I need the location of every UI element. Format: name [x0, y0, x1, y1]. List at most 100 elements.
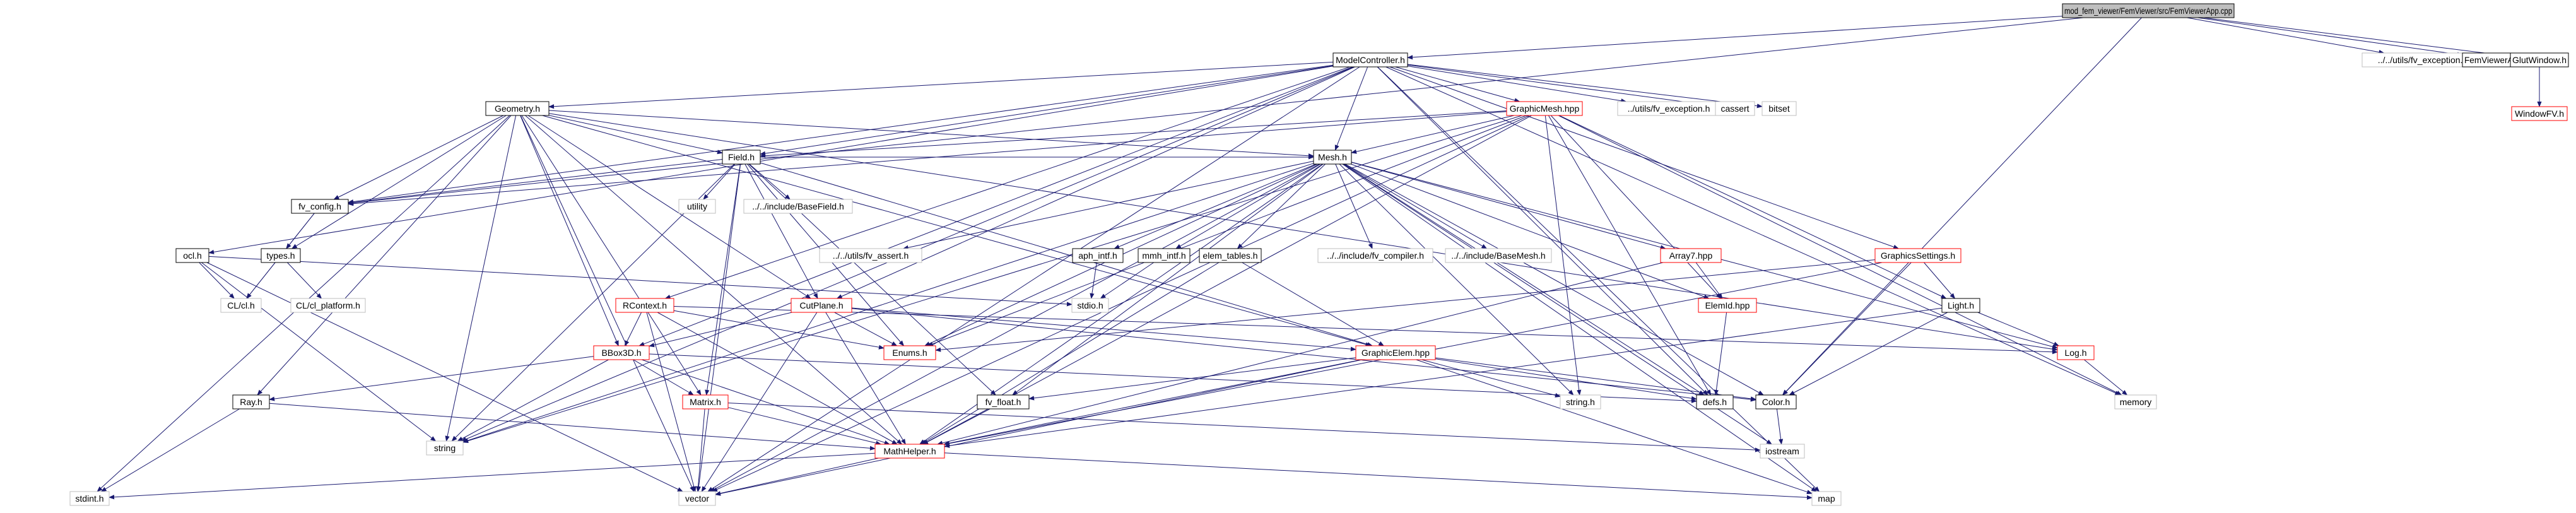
node-box	[261, 248, 301, 263]
node-label: WindowFV.h	[2515, 109, 2564, 119]
edge-field-to-fvconfig	[348, 159, 723, 205]
node-windowfv[interactable]: WindowFV.h	[2511, 106, 2568, 121]
edge-modelcontroller-to-defsh	[1377, 66, 1709, 396]
node-box	[1660, 248, 1722, 263]
node-glutwindow[interactable]: GlutWindow.h	[2510, 52, 2569, 68]
node-label: RContext.h	[623, 300, 667, 310]
node-box	[791, 298, 852, 313]
edge-oclh-to-vector	[206, 262, 683, 492]
node-defsh[interactable]: defs.h	[1696, 394, 1734, 410]
node-label: cassert	[1720, 103, 1749, 114]
node-box	[1355, 345, 1436, 360]
edge-rayh-to-mathhelper	[269, 403, 876, 451]
node-box	[2062, 3, 2235, 18]
node-includebasefield[interactable]: ../../include/BaseField.h	[743, 199, 853, 214]
node-geometry[interactable]: Geometry.h	[485, 101, 550, 116]
node-label: utility	[687, 201, 707, 211]
node-bbox3d[interactable]: BBox3D.h	[593, 345, 650, 360]
edge-meshh-to-array7	[1351, 162, 1666, 250]
node-label: mmh_intf.h	[1142, 251, 1185, 261]
node-stdinth[interactable]: stdint.h	[69, 491, 110, 506]
node-label: Array7.hpp	[1669, 251, 1713, 261]
edge-geometry-to-rayh	[257, 115, 512, 396]
node-field[interactable]: Field.h	[722, 150, 761, 165]
node-label: memory	[2120, 397, 2152, 407]
edge-lighth-to-mathhelper	[944, 307, 1943, 448]
node-logh[interactable]: Log.h	[2057, 345, 2095, 360]
edge-apiintf-to-stdioh	[1090, 262, 1097, 299]
node-stringh[interactable]: string.h	[1560, 394, 1601, 410]
node-modelcontroller[interactable]: ModelController.h	[1332, 52, 1408, 68]
node-box	[722, 150, 761, 165]
node-fvcompiler[interactable]: ../../include/fv_compiler.h	[1317, 248, 1433, 263]
node-oclh[interactable]: ocl.h	[175, 248, 209, 263]
node-rcontext[interactable]: RContext.h	[615, 298, 674, 313]
edge-graphicelem-to-map	[1416, 359, 1813, 495]
node-label: GlutWindow.h	[2512, 55, 2567, 65]
node-mathhelper[interactable]: MathHelper.h	[874, 444, 945, 459]
node-apiintf[interactable]: aph_intf.h	[1072, 248, 1124, 263]
node-label: Mesh.h	[1318, 152, 1347, 162]
edge-graphicmesh-to-defsh	[1548, 115, 1712, 396]
node-meshh[interactable]: Mesh.h	[1313, 150, 1352, 165]
edge-geometry-to-vector	[520, 115, 695, 492]
edge-field-to-utility	[703, 163, 736, 200]
node-box	[1698, 298, 1757, 313]
node-cutplane[interactable]: CutPlane.h	[791, 298, 852, 313]
node-rayh[interactable]: Ray.h	[232, 394, 270, 410]
node-stringn[interactable]: string	[426, 440, 464, 456]
node-map[interactable]: map	[1811, 491, 1842, 506]
node-memory[interactable]: memory	[2114, 394, 2157, 410]
node-clclh[interactable]: CL/cl.h	[220, 298, 262, 313]
edge-graphicssettings-to-enumsh	[935, 259, 1876, 352]
node-vector[interactable]: vector	[678, 491, 716, 506]
node-label: Geometry.h	[495, 103, 540, 114]
node-box	[615, 298, 674, 313]
node-box	[1317, 248, 1433, 263]
node-box	[2511, 106, 2568, 121]
edge-elemid-to-defsh	[1714, 312, 1727, 396]
edge-geometry-to-cutplane	[527, 115, 811, 299]
node-typesh[interactable]: types.h	[261, 248, 301, 263]
node-cassert[interactable]: cassert	[1715, 101, 1755, 116]
edge-oclh-to-stringn	[201, 262, 437, 442]
node-elemid[interactable]: ElemId.hpp	[1698, 298, 1757, 313]
edge-graphicmesh-to-meshh	[1351, 115, 1515, 154]
node-box	[1874, 248, 1961, 263]
node-box	[291, 199, 349, 214]
node-colorh[interactable]: Color.h	[1755, 394, 1797, 410]
edge-geometry-to-matrixh	[521, 115, 702, 396]
node-label: defs.h	[1703, 397, 1727, 407]
node-graphicssettings[interactable]: GraphicsSettings.h	[1874, 248, 1961, 263]
node-basemesh[interactable]: ../../include/BaseMesh.h	[1445, 248, 1552, 263]
node-label: ElemId.hpp	[1705, 300, 1750, 310]
node-mmhintf[interactable]: mmh_intf.h	[1138, 248, 1191, 263]
node-iostream[interactable]: iostream	[1760, 444, 1805, 459]
node-fvconfig[interactable]: fv_config.h	[291, 199, 349, 214]
node-root[interactable]: mod_fem_viewer/FemViewer/src/FemViewerAp…	[2062, 3, 2235, 18]
node-fvfloat[interactable]: fv_float.h	[977, 394, 1030, 410]
node-utility[interactable]: utility	[678, 199, 716, 214]
node-label: stdio.h	[1077, 300, 1103, 310]
edge-geometry-to-typesh	[291, 115, 507, 249]
node-enumsh[interactable]: Enums.h	[883, 345, 936, 360]
node-matrixh[interactable]: Matrix.h	[682, 394, 729, 410]
node-label: map	[1818, 493, 1835, 504]
node-fvassert[interactable]: ../../utils/fv_assert.h	[819, 248, 922, 263]
node-stdioh[interactable]: stdio.h	[1071, 298, 1109, 313]
node-bitset[interactable]: bitset	[1761, 101, 1797, 116]
node-box	[1071, 298, 1109, 313]
edge-cutplane-to-colorh	[851, 308, 1756, 402]
node-label: Enums.h	[892, 348, 927, 358]
node-lighth[interactable]: Light.h	[1941, 298, 1980, 313]
edge-rcontext-to-mathhelper	[657, 312, 898, 445]
node-graphicmesh[interactable]: GraphicMesh.hpp	[1506, 101, 1583, 116]
node-elemtables[interactable]: elem_tables.h	[1199, 248, 1262, 263]
node-clplatform[interactable]: CL/cl_platform.h	[290, 298, 366, 313]
node-fvexc_b[interactable]: ../utils/fv_exception.h	[1617, 101, 1720, 116]
edge-modelcontroller-to-memory	[1385, 66, 2121, 396]
node-graphicelem[interactable]: GraphicElem.hpp	[1355, 345, 1436, 360]
node-box	[1696, 394, 1734, 410]
edge-modelcontroller-to-oclh	[208, 66, 1334, 254]
node-array7[interactable]: Array7.hpp	[1660, 248, 1722, 263]
